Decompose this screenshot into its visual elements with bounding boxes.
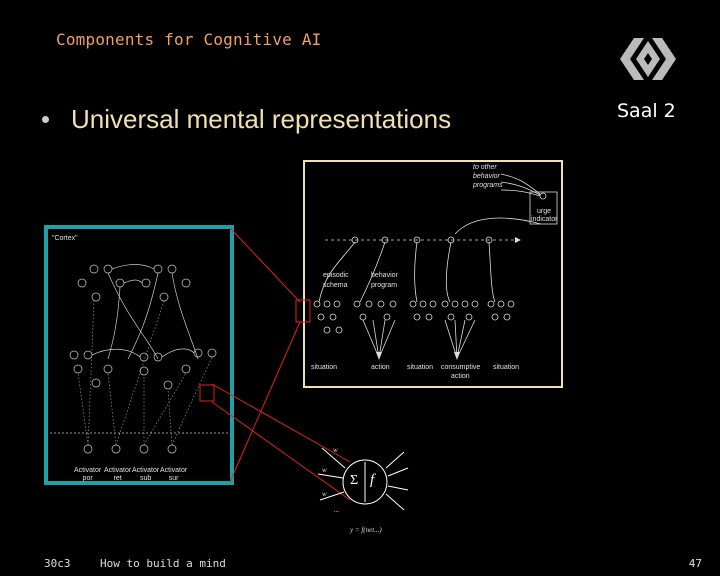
label-cortex: "Cortex" — [52, 235, 78, 242]
label-episodic: episodic — [323, 272, 349, 279]
weight-label-2: w — [322, 466, 327, 474]
neuron-formula: y = f(net...) — [350, 526, 382, 534]
activator-sur-line2: sur — [168, 475, 179, 482]
activator-por-line2: por — [82, 475, 93, 482]
label-behavior: behavior — [473, 173, 500, 180]
label-program: program — [371, 282, 398, 289]
activator-sur-line1: Activator — [160, 467, 188, 474]
ccc-logo-icon — [620, 38, 676, 80]
label-situation-3: situation — [493, 364, 520, 371]
label-schema: schema — [323, 282, 348, 289]
cortex-network-diagram: "Cortex" Activator por Activator ret Act… — [44, 225, 234, 485]
weight-dots: ... — [334, 506, 340, 514]
slide-title: Components for Cognitive AI — [56, 30, 322, 49]
sigma-icon: Σ — [350, 473, 359, 488]
cortex-diagram-graphic — [50, 264, 228, 454]
label-action: action — [371, 364, 390, 371]
label-activator-sur: Activator sur — [160, 467, 187, 483]
room-label: Saal 2 — [617, 100, 676, 122]
label-activator-ret: Activator ret — [104, 467, 131, 483]
bullet-text: Universal mental representations — [71, 104, 452, 134]
bullet-item: Universal mental representations — [42, 104, 451, 135]
activator-ret-line1: Activator — [104, 467, 132, 474]
label-situation-2: situation — [407, 364, 434, 371]
activation-function-icon: f — [370, 472, 375, 488]
label-to-other: to other — [473, 164, 497, 171]
label-situation-1: situation — [311, 364, 338, 371]
activator-por-line1: Activator — [74, 467, 102, 474]
label-consumptive: consumptive — [441, 364, 481, 371]
activator-sub-line1: Activator — [132, 467, 160, 474]
activator-ret-line2: ret — [113, 475, 122, 482]
activator-sub-line2: sub — [139, 475, 152, 482]
label-behavior-2: behavior — [371, 272, 398, 279]
footer-event: 30c3 — [44, 557, 71, 570]
behavior-diagram-graphic — [313, 173, 558, 360]
label-activator-por: Activator por — [74, 467, 101, 483]
label-action-2: action — [451, 373, 470, 380]
label-urge: urge — [537, 208, 552, 215]
footer-page-number: 47 — [688, 557, 702, 570]
weight-label-3: w — [322, 490, 327, 498]
label-programs: programs — [473, 182, 503, 189]
behavior-program-diagram: to other behavior programs urge indicato… — [303, 160, 563, 388]
bullet-dot-icon — [42, 116, 49, 123]
label-activator-sub: Activator sub — [132, 467, 159, 483]
weight-label-1: w — [333, 446, 338, 454]
label-indicator: indicator — [531, 216, 558, 223]
footer-talk-title: How to build a mind — [100, 557, 226, 570]
